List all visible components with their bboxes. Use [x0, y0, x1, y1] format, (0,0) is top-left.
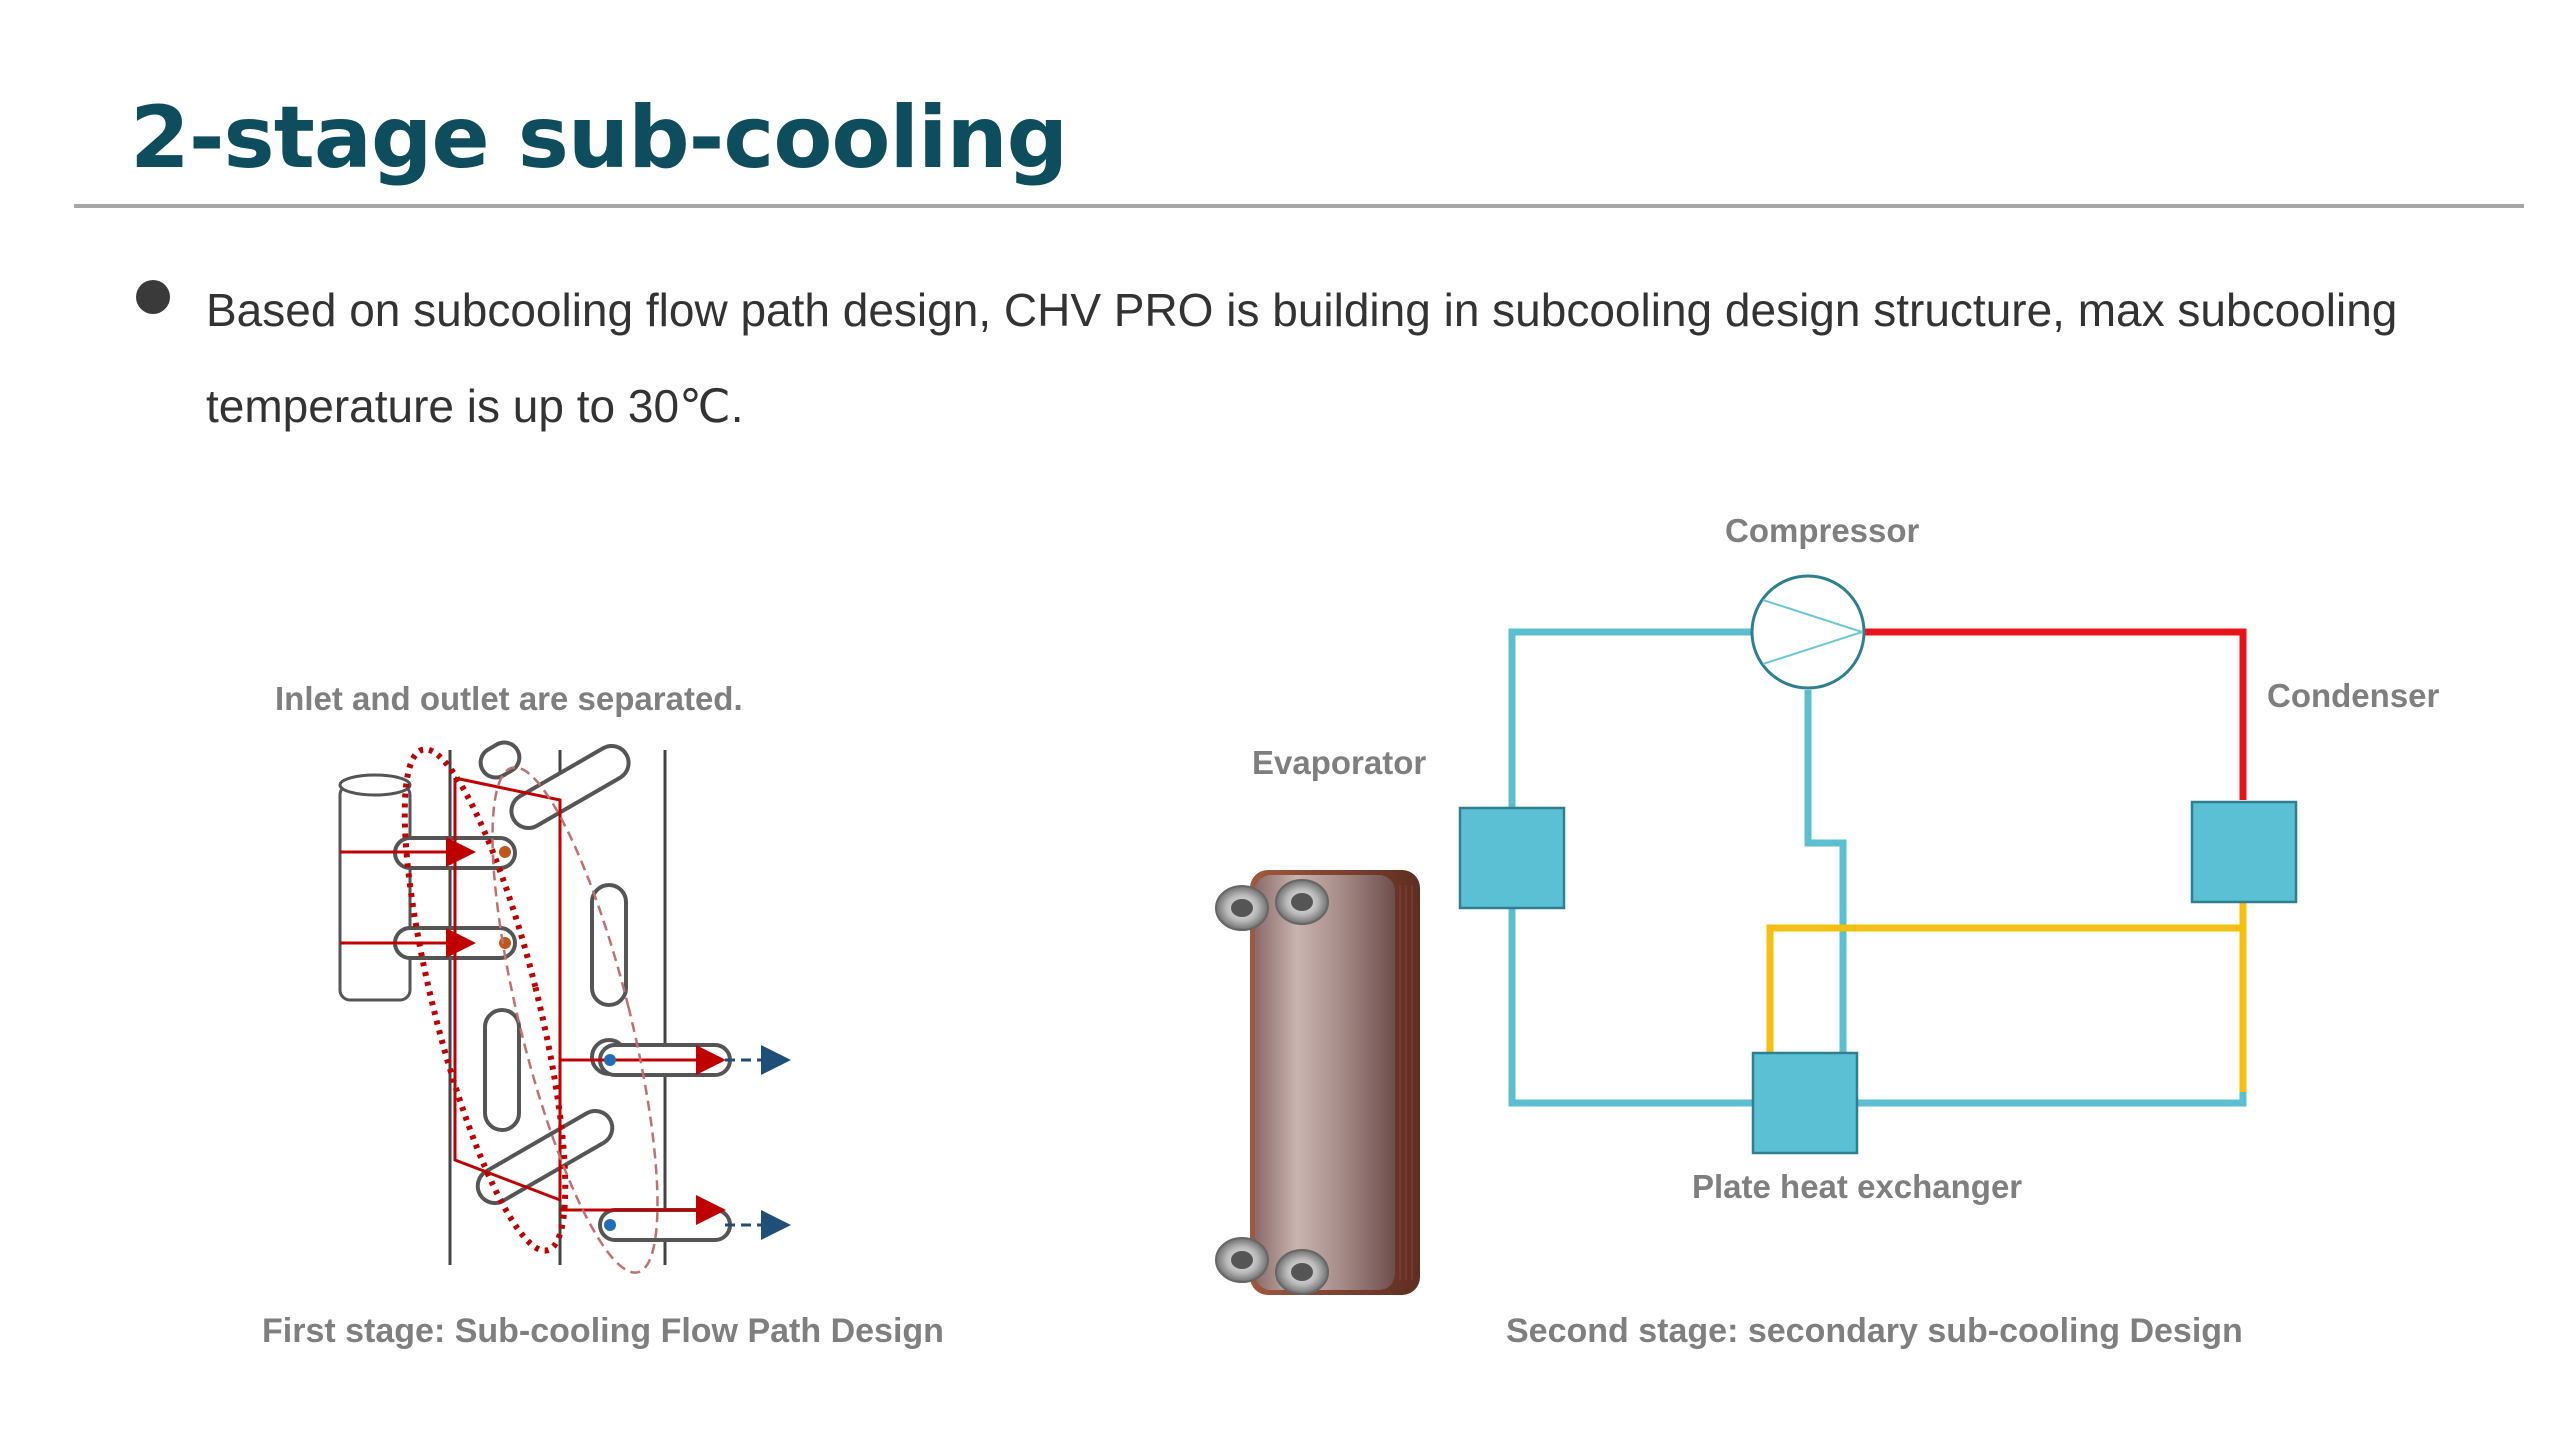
condenser-block [2190, 800, 2298, 904]
tube-hairpins [393, 740, 732, 1242]
tube-dot [499, 937, 511, 949]
plate-heat-exchanger-label: Plate heat exchanger [1692, 1168, 2023, 1205]
compressor-icon [1750, 574, 1866, 690]
condenser-label: Condenser [2267, 677, 2440, 714]
port-fittings [1215, 879, 1329, 1295]
first-stage-caption: First stage: Sub-cooling Flow Path Desig… [262, 1312, 944, 1350]
refrigerant-circuit-diagram [1458, 574, 2298, 1155]
plate-heat-exchanger-block [1751, 1051, 1859, 1155]
flow-path-diagram [338, 740, 791, 1274]
plate-heat-exchanger-photo [1215, 870, 1420, 1295]
bullet-text: Based on subcooling flow path design, CH… [206, 284, 2398, 432]
inlet-outlet-label: Inlet and outlet are separated. [275, 680, 743, 717]
second-stage-caption: Second stage: secondary sub-cooling Desi… [1506, 1312, 2243, 1350]
cold-line [1508, 628, 2247, 1107]
bullet-dot-icon [136, 280, 170, 314]
header-pipe [338, 773, 412, 1002]
tube-dot [499, 846, 511, 858]
evaporator-label: Evaporator [1252, 744, 1427, 781]
page-title: 2-stage sub-cooling [130, 88, 1068, 188]
outlet-zone-ellipse [491, 766, 659, 1274]
red-flow-path [340, 776, 726, 1225]
liquid-line [1766, 924, 2243, 1055]
tube-dot [604, 1054, 616, 1066]
compressor-label: Compressor [1725, 512, 1920, 549]
evaporator-block [1458, 806, 1566, 910]
tube-dot [604, 1219, 616, 1231]
title-divider [74, 204, 2524, 208]
hot-line [1863, 628, 2247, 800]
blue-outlet-arrows [725, 1045, 791, 1240]
